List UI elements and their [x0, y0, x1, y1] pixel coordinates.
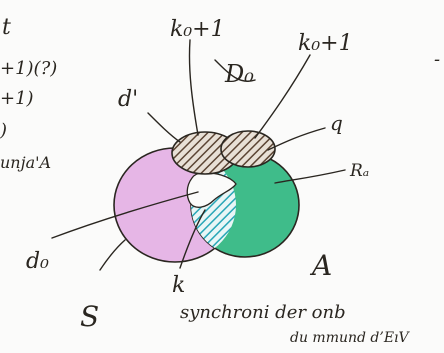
- label-d0-top: D₀: [224, 60, 254, 88]
- label-a: A: [309, 249, 332, 282]
- left-fragment-2: +1)(?): [0, 58, 57, 79]
- label-s: S: [80, 300, 99, 333]
- left-fragment-1: t: [2, 15, 11, 40]
- left-fragment-3: +1): [0, 88, 34, 109]
- handwriting-line-1: synchroni der onb: [180, 302, 346, 323]
- label-ra: Rₐ: [349, 161, 369, 181]
- label-top-left: k₀+1: [170, 17, 225, 42]
- label-k: k: [172, 273, 185, 298]
- left-fragment-4: ): [0, 120, 7, 141]
- label-d0-left: d₀: [26, 249, 49, 274]
- label-q: q: [330, 111, 343, 135]
- left-fragment-5: unja'A: [0, 153, 51, 172]
- right-fragment: -: [434, 49, 440, 70]
- label-top-right: k₀+1: [298, 31, 353, 56]
- handwriting-line-2: du mmund d’EıV: [290, 330, 411, 346]
- hatched-oval-q: [221, 131, 275, 167]
- label-d-prime: d': [118, 87, 138, 112]
